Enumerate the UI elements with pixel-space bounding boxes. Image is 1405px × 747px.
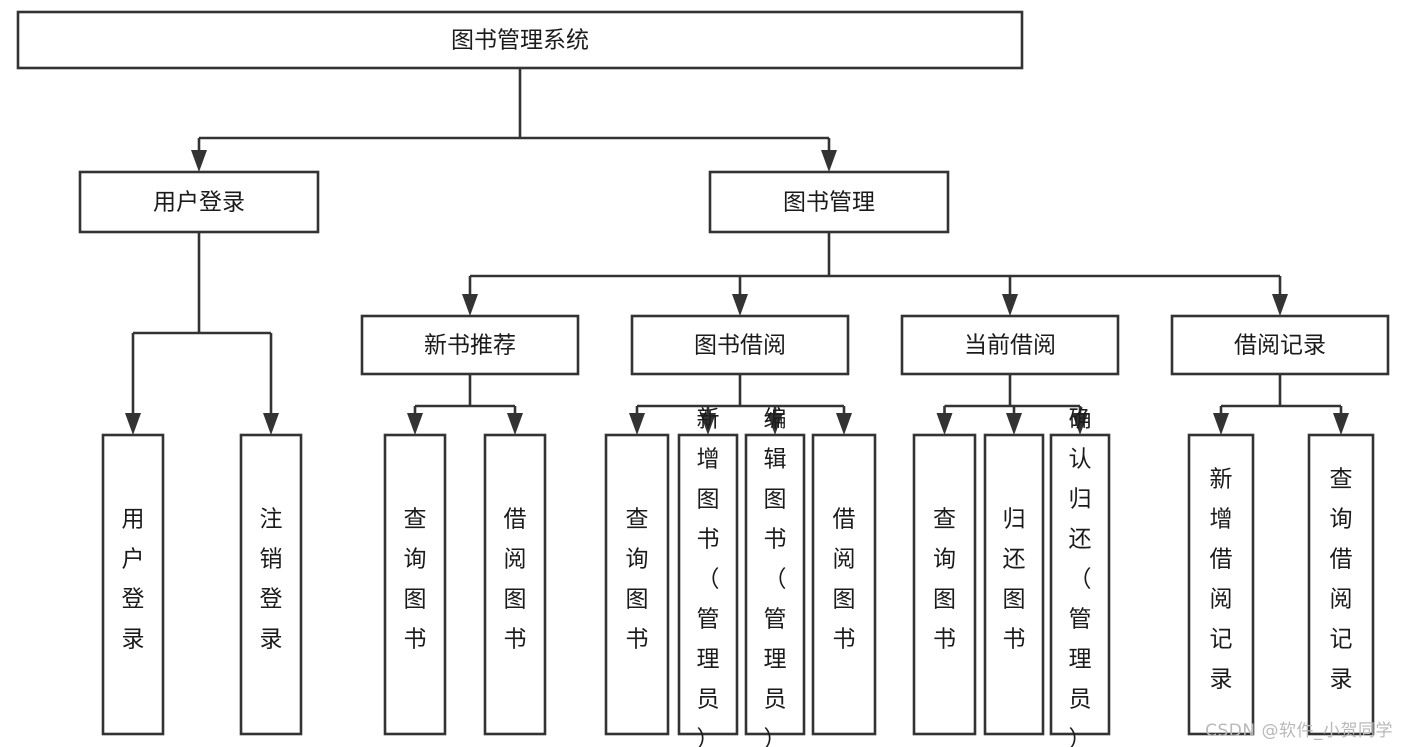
arrow-head-icon [836, 413, 852, 435]
arrow-head-icon [700, 413, 716, 435]
arrow-head-icon [1333, 413, 1349, 435]
connector-group-newbook [407, 374, 523, 435]
csdn-watermark: CSDN @软件_小贺同学 [1205, 721, 1393, 741]
node-box[interactable] [630, 314, 850, 376]
node-label: 确认归还（管理员） [1069, 407, 1092, 747]
node-layer: 图书管理系统用户登录图书管理新书推荐图书借阅当前借阅借阅记录用户登录注销登录查询… [16, 10, 1390, 747]
node-box[interactable] [483, 433, 547, 736]
node-box[interactable] [983, 433, 1045, 736]
node-box[interactable] [1307, 433, 1375, 736]
node-box[interactable] [811, 433, 877, 736]
node-box[interactable] [383, 433, 447, 736]
node-label: 查询图书 [933, 507, 956, 653]
node-box[interactable] [912, 433, 977, 736]
arrow-head-icon [821, 150, 837, 172]
node-records[interactable]: 借阅记录 [1170, 314, 1390, 376]
node-label: 当前借阅 [964, 333, 1056, 359]
arrow-head-icon [1006, 413, 1022, 435]
node-label: 用户登录 [153, 190, 245, 216]
node-label: 借阅图书 [504, 507, 527, 653]
arrow-head-icon [936, 413, 953, 435]
node-newbook[interactable]: 新书推荐 [360, 314, 580, 376]
node-box[interactable] [1187, 433, 1255, 736]
arrow-head-icon [263, 413, 279, 435]
node-bw3[interactable]: 编辑图书（管理员） [744, 407, 806, 747]
node-bw4[interactable]: 借阅图书 [811, 433, 877, 736]
arrow-head-icon [507, 413, 523, 435]
node-bw1[interactable]: 查询图书 [604, 433, 670, 736]
arrow-head-icon [1213, 413, 1229, 435]
node-box[interactable] [239, 433, 303, 736]
node-cr2[interactable]: 归还图书 [983, 433, 1045, 736]
arrow-head-icon [125, 413, 141, 435]
node-label: 图书管理 [783, 190, 875, 216]
node-box[interactable] [744, 433, 806, 736]
arrow-head-icon [1272, 294, 1288, 316]
arrow-head-icon [1072, 413, 1088, 435]
node-login[interactable]: 用户登录 [78, 170, 320, 234]
node-bookmgmt[interactable]: 图书管理 [708, 170, 950, 234]
node-box[interactable] [360, 314, 580, 376]
node-label: 注销登录 [260, 507, 283, 653]
node-rc1[interactable]: 新增借阅记录 [1187, 433, 1255, 736]
arrow-head-icon [191, 150, 207, 172]
node-label: 新增借阅记录 [1210, 467, 1233, 693]
node-label: 编辑图书（管理员） [764, 407, 787, 747]
node-label: 借阅记录 [1234, 333, 1326, 359]
connector-layer [125, 68, 1349, 435]
node-label: 查询图书 [404, 507, 427, 653]
node-label: 查询图书 [626, 507, 649, 653]
node-box[interactable] [708, 170, 950, 234]
node-label: 图书借阅 [694, 333, 786, 359]
node-current[interactable]: 当前借阅 [900, 314, 1120, 376]
node-box[interactable] [1049, 433, 1111, 736]
node-cr1[interactable]: 查询图书 [912, 433, 977, 736]
node-nb2[interactable]: 借阅图书 [483, 433, 547, 736]
node-box[interactable] [604, 433, 670, 736]
node-login2[interactable]: 注销登录 [239, 433, 303, 736]
node-rc2[interactable]: 查询借阅记录 [1307, 433, 1375, 736]
arrow-head-icon [629, 413, 645, 435]
connector-group-root [191, 68, 837, 172]
node-box[interactable] [900, 314, 1120, 376]
node-bw2[interactable]: 新增图书（管理员） [677, 407, 739, 747]
node-nb1[interactable]: 查询图书 [383, 433, 447, 736]
node-box[interactable] [1170, 314, 1390, 376]
connector-group-records [1213, 374, 1349, 435]
node-login1[interactable]: 用户登录 [101, 433, 165, 736]
node-label: 用户登录 [122, 507, 145, 653]
node-box[interactable] [677, 433, 739, 736]
node-label: 新书推荐 [424, 333, 516, 359]
connector-group-login [125, 232, 279, 435]
connector-group-current [936, 374, 1088, 435]
arrow-head-icon [732, 294, 748, 316]
node-box[interactable] [16, 10, 1024, 70]
connector-group-borrow [629, 374, 852, 435]
arrow-head-icon [407, 413, 423, 435]
node-label: 归还图书 [1003, 507, 1026, 653]
arrow-head-icon [462, 294, 478, 316]
node-box[interactable] [78, 170, 320, 234]
node-cr3[interactable]: 确认归还（管理员） [1049, 407, 1111, 747]
node-label: 图书管理系统 [451, 28, 589, 54]
node-label: 查询借阅记录 [1330, 467, 1353, 693]
node-label: 借阅图书 [833, 507, 856, 653]
connector-group-bookmgmt [462, 232, 1288, 316]
node-borrow[interactable]: 图书借阅 [630, 314, 850, 376]
node-label: 新增图书（管理员） [697, 407, 720, 747]
arrow-head-icon [767, 413, 783, 435]
arrow-head-icon [1002, 294, 1018, 316]
node-root[interactable]: 图书管理系统 [16, 10, 1024, 70]
node-box[interactable] [101, 433, 165, 736]
